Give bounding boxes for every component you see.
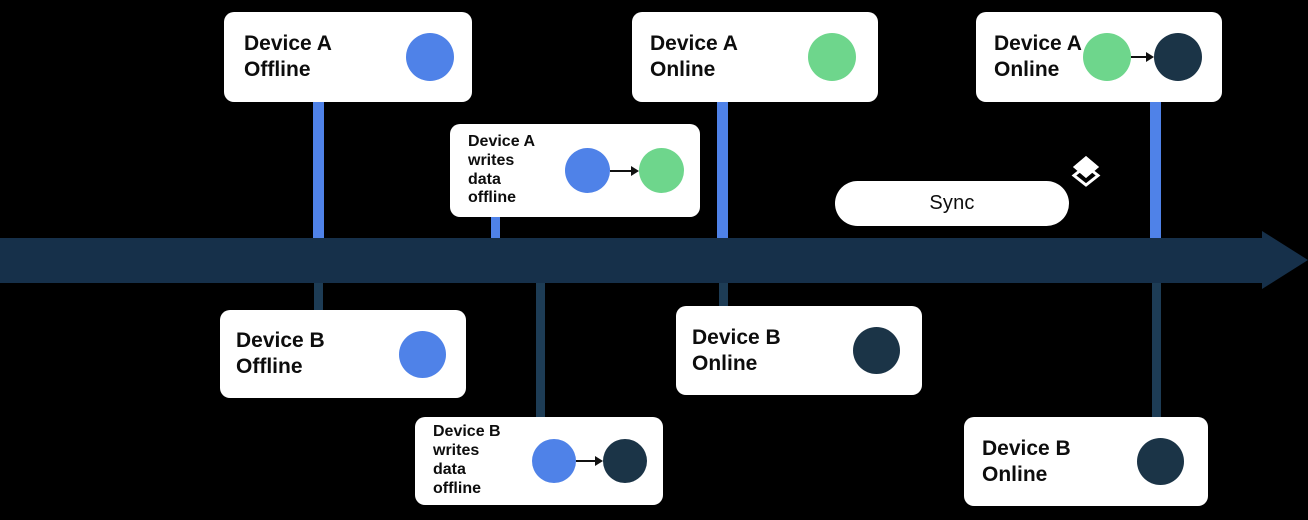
card-device-a-writes-data-offline-visual — [565, 148, 684, 193]
sync-label: Sync — [929, 192, 975, 214]
connector-device-b-online-synced — [1152, 280, 1161, 422]
card-device-a-online-synced[interactable]: Device A Online — [976, 12, 1222, 102]
status-dot-navy — [603, 439, 647, 483]
connector-device-a-writes — [491, 214, 500, 242]
card-device-a-online-synced-label: Device A Online — [994, 32, 1082, 81]
card-device-b-offline[interactable]: Device B Offline — [220, 310, 466, 398]
status-dot-blue — [565, 148, 610, 193]
connector-device-a-offline — [313, 101, 324, 241]
status-dot-green — [639, 148, 684, 193]
card-device-a-offline-visual — [406, 33, 454, 81]
layers-icon — [1068, 152, 1104, 188]
card-device-b-online-synced-visual — [1137, 438, 1184, 485]
timeline-arrowhead-icon — [1262, 231, 1308, 289]
connector-device-a-online — [717, 101, 728, 241]
status-dot-navy — [1137, 438, 1184, 485]
timeline-bar — [0, 238, 1262, 283]
card-device-b-writes-data-offline-label: Device B writes data offline — [433, 423, 501, 497]
card-device-a-writes-data-offline[interactable]: Device A writes data offline — [450, 124, 700, 217]
status-dot-blue — [406, 33, 454, 81]
card-device-a-online[interactable]: Device A Online — [632, 12, 878, 102]
card-device-b-online[interactable]: Device B Online — [676, 306, 922, 395]
card-device-b-online-visual — [853, 327, 900, 374]
status-dot-green — [1083, 33, 1131, 81]
card-device-a-online-synced-visual — [1083, 33, 1202, 81]
card-device-b-offline-label: Device B Offline — [236, 329, 325, 378]
card-device-a-offline-label: Device A Offline — [244, 32, 332, 81]
card-device-a-online-label: Device A Online — [650, 32, 738, 81]
card-device-b-writes-data-offline[interactable]: Device B writes data offline — [415, 417, 663, 505]
card-device-b-writes-data-offline-visual — [532, 439, 647, 483]
connector-device-b-writes — [536, 280, 545, 418]
card-device-b-online-synced[interactable]: Device B Online — [964, 417, 1208, 506]
connector-device-a-online-synced — [1150, 101, 1161, 241]
status-dot-navy — [1154, 33, 1202, 81]
card-device-b-offline-visual — [399, 330, 446, 378]
status-dot-navy — [853, 327, 900, 374]
transition-arrow-icon — [1131, 52, 1154, 62]
connector-device-b-online — [719, 280, 728, 308]
transition-arrow-icon — [610, 165, 639, 176]
connector-device-b-offline — [314, 280, 323, 312]
status-dot-blue — [532, 439, 576, 483]
card-device-b-online-label: Device B Online — [692, 325, 781, 375]
card-device-a-writes-data-offline-label: Device A writes data offline — [468, 132, 535, 207]
sync-pill[interactable]: Sync — [835, 181, 1069, 226]
status-dot-blue — [399, 330, 446, 378]
transition-arrow-icon — [576, 456, 603, 466]
status-dot-green — [808, 33, 856, 81]
card-device-a-offline[interactable]: Device A Offline — [224, 12, 472, 102]
card-device-a-online-visual — [808, 33, 856, 81]
card-device-b-online-synced-label: Device B Online — [982, 436, 1071, 486]
